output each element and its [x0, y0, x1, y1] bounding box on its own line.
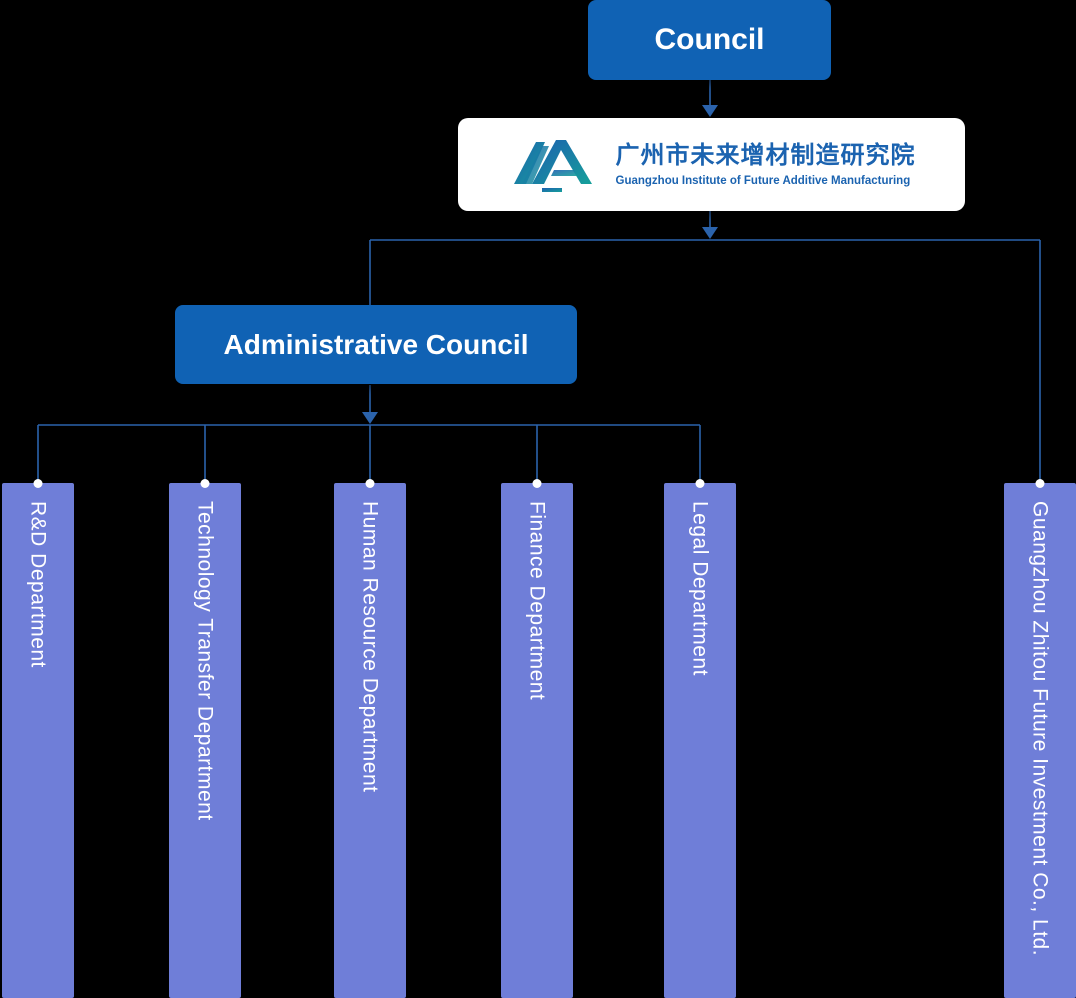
institute-title-en: Guangzhou Institute of Future Additive M… — [615, 174, 911, 187]
administrative-council-label: Administrative Council — [223, 328, 529, 360]
connector-dot — [695, 479, 705, 488]
aa-monogram-icon — [513, 139, 592, 192]
council-label: Council — [654, 23, 765, 56]
institute-node: 广州市未来增材制造研究院 Guangzhou Institute of Futu… — [458, 118, 965, 211]
department-label: Human Resource Department — [358, 501, 382, 793]
department-bar-legal: Legal Department — [664, 479, 736, 998]
subsidiary-bar: Guangzhou Zhitou Future Investment Co., … — [1004, 479, 1076, 998]
connector-dot — [365, 479, 375, 488]
department-bar-technology-transfer: Technology Transfer Department — [169, 479, 241, 998]
department-label: Legal Department — [688, 501, 712, 676]
subsidiary-label: Guangzhou Zhitou Future Investment Co., … — [1028, 501, 1052, 957]
connector-dot — [33, 479, 43, 488]
department-label: R&D Department — [26, 501, 50, 668]
department-bar-finance: Finance Department — [501, 479, 573, 998]
administrative-council-node: Administrative Council — [175, 305, 577, 384]
department-label: Technology Transfer Department — [193, 501, 217, 821]
connector-dot — [1035, 479, 1045, 488]
department-bar-human-resource: Human Resource Department — [334, 479, 406, 998]
department-bar-rd: R&D Department — [2, 479, 74, 998]
department-label: Finance Department — [525, 501, 549, 701]
institute-title: 广州市未来增材制造研究院 Guangzhou Institute of Futu… — [616, 141, 916, 188]
connector-dot — [200, 479, 210, 488]
council-node: Council — [588, 0, 831, 80]
connector-dot — [532, 479, 542, 488]
institute-title-zh: 广州市未来增材制造研究院 — [615, 141, 916, 169]
